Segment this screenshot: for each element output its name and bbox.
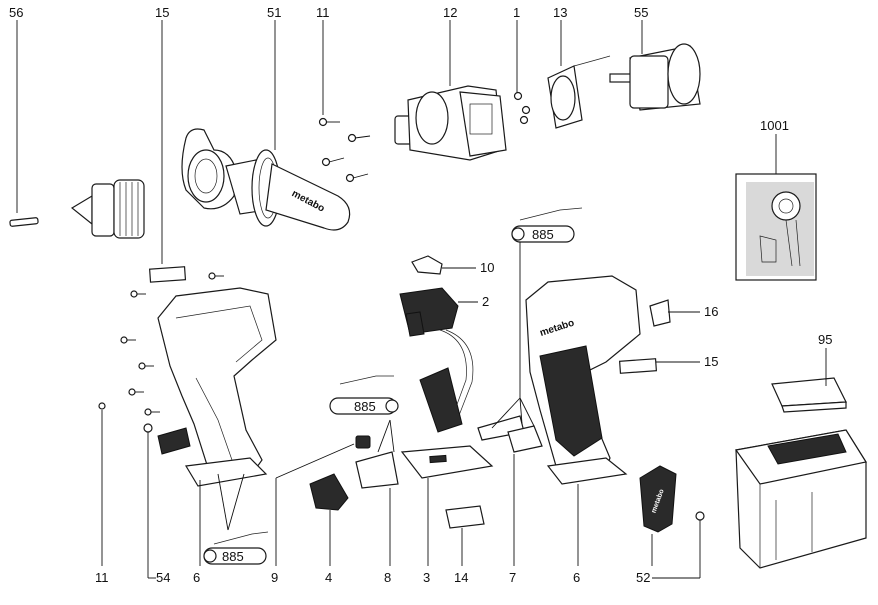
- part-11-screws-top: 11: [316, 5, 371, 183]
- callout-6-right: 6: [573, 570, 580, 585]
- part-8-slider: 8: [355, 419, 399, 585]
- part-95-cover: 95: [771, 332, 847, 413]
- part-54-clip: 54: [143, 423, 191, 585]
- callout-1: 1: [513, 5, 520, 20]
- part-chuck: [70, 179, 145, 239]
- part-55-motor: 55: [609, 5, 701, 111]
- part-11-screws-left: 11: [95, 272, 224, 585]
- grease-885-upper: 885: [511, 207, 583, 398]
- callout-15-right: 15: [704, 354, 718, 369]
- callout-11-bottom: 11: [95, 570, 109, 585]
- callout-6-left: 6: [193, 570, 200, 585]
- battery-pack: [734, 429, 867, 569]
- part-3-interface: 3: [400, 329, 494, 585]
- callout-55: 55: [634, 5, 648, 20]
- callout-7: 7: [509, 570, 516, 585]
- callout-52: 52: [636, 570, 650, 585]
- part-4-module: 4: [309, 473, 349, 585]
- part-51-side-handle: metabo 51: [181, 5, 351, 231]
- right-housing-shell: metabo 6: [525, 275, 641, 585]
- part-10-latch: 10: [411, 255, 494, 275]
- callout-1001: 1001: [760, 118, 789, 133]
- callout-54: 54: [156, 570, 170, 585]
- part-1-screws: 1: [513, 5, 531, 125]
- callout-51: 51: [267, 5, 281, 20]
- grease-label-upper: 885: [532, 227, 554, 242]
- part-14-plate: 14: [445, 505, 485, 585]
- callout-56: 56: [9, 5, 23, 20]
- part-7-contacts: 7: [477, 397, 543, 585]
- part-9-spring: 9: [271, 435, 371, 585]
- part-12-gearbox: 12: [394, 5, 507, 161]
- callout-11-top: 11: [316, 5, 330, 20]
- grease-885-lower-left: 885 6: [193, 473, 269, 585]
- callout-8: 8: [384, 570, 391, 585]
- callout-13: 13: [553, 5, 567, 20]
- grease-label-lower-left: 885: [222, 549, 244, 564]
- part-16-label: 16: [649, 299, 718, 327]
- part-1001-schematic: 1001: [735, 118, 817, 281]
- part-15-label-right: 15: [618, 354, 718, 374]
- part-52-belt-clip: metabo 52: [636, 465, 705, 585]
- left-housing-shell: [157, 287, 277, 487]
- grease-label-middle: 885: [354, 399, 376, 414]
- callout-3: 3: [423, 570, 430, 585]
- callout-12: 12: [443, 5, 457, 20]
- part-13-ring: 13: [547, 5, 611, 129]
- callout-95: 95: [818, 332, 832, 347]
- callout-15-top: 15: [155, 5, 169, 20]
- callout-9: 9: [271, 570, 278, 585]
- callout-4: 4: [325, 570, 332, 585]
- grease-885-middle: 885: [329, 375, 399, 415]
- part-15-label-left: 15: [148, 5, 187, 283]
- part-2-switch: 2: [399, 287, 489, 337]
- callout-10: 10: [480, 260, 494, 275]
- callout-16: 16: [704, 304, 718, 319]
- callout-14: 14: [454, 570, 468, 585]
- callout-2: 2: [482, 294, 489, 309]
- part-56-pin: 56: [9, 5, 39, 227]
